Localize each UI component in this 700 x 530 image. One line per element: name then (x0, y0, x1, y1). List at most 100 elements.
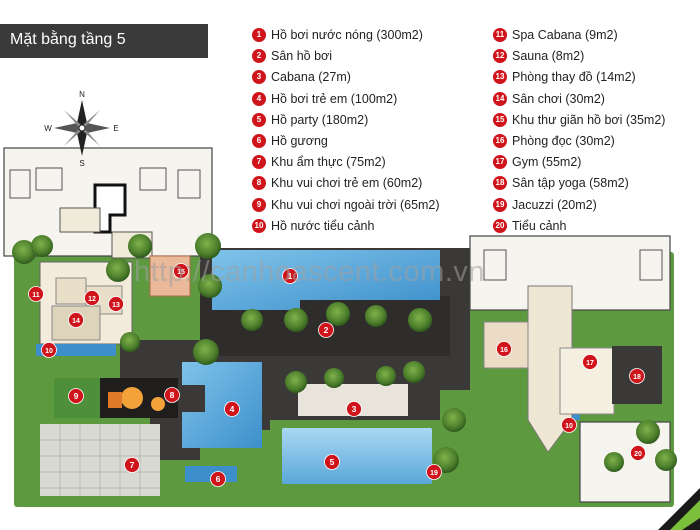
map-marker-3 (346, 401, 362, 417)
map-marker-label-19: 19 (430, 470, 438, 477)
map-marker-label-17: 17 (586, 360, 594, 367)
legend-number-badge: 6 (252, 134, 266, 148)
map-marker-8 (164, 387, 180, 403)
map-marker-label-14: 14 (72, 318, 80, 325)
legend-item: 20 Tiểu cảnh (493, 217, 566, 235)
legend-number-badge: 20 (493, 218, 507, 233)
legend-number-badge: 7 (252, 155, 266, 170)
map-marker-15 (173, 263, 189, 279)
map-marker-14 (68, 312, 84, 328)
pool-4 (182, 362, 262, 448)
legend-label: Hồ nước tiểu cảnh (271, 218, 375, 233)
map-marker-label-10: 10 (45, 348, 53, 355)
map-marker-label-4: 4 (230, 404, 235, 414)
legend-number-badge: 3 (252, 70, 266, 85)
legend-item: 11 Spa Cabana (9m2) (493, 26, 618, 44)
pool-5 (282, 428, 432, 484)
map-marker-label-18: 18 (633, 374, 641, 381)
map-marker-label-12: 12 (88, 296, 96, 303)
legend-number-badge: 12 (493, 49, 507, 64)
map-marker-20 (630, 445, 646, 461)
legend-label: Sân hồ bơi (271, 49, 333, 64)
legend-number-badge: 10 (252, 218, 266, 233)
compass-w: W (44, 124, 52, 133)
map-marker-10 (41, 342, 57, 358)
map-marker-label-11: 11 (32, 292, 40, 299)
map-marker-4 (224, 401, 240, 417)
legend-item: 10 Hồ nước tiểu cảnh (252, 217, 374, 235)
map-marker-2 (318, 322, 334, 338)
map-marker-11 (28, 286, 44, 302)
pool-1 (212, 250, 440, 310)
map-marker-7 (124, 457, 140, 473)
legend-item: 18 Sân tập yoga (58m2) (493, 174, 629, 192)
map-marker-label-13: 13 (112, 302, 120, 309)
legend-item: 5 Hồ party (180m2) (252, 111, 368, 129)
legend-label: Sân tập yoga (58m2) (512, 176, 629, 191)
legend-label: Khu ẩm thực (75m2) (271, 155, 386, 170)
map-marker-label-3: 3 (352, 404, 357, 414)
legend-number-badge: 18 (493, 176, 507, 191)
legend-item: 8 Khu vui chơi trẻ em (60m2) (252, 174, 422, 192)
map-marker-label-8: 8 (170, 390, 175, 400)
watermark: http://canhoascent.com.vn (134, 256, 486, 288)
legend-item: 1 Hồ bơi nước nóng (300m2) (252, 26, 423, 44)
map-marker-label-1: 1 (288, 271, 293, 281)
corner-logo-mark (658, 488, 700, 530)
legend-item: 4 Hồ bơi trẻ em (100m2) (252, 90, 397, 108)
map-marker-label-6: 6 (216, 474, 221, 484)
compass-e: E (113, 124, 118, 133)
map-marker-label-2: 2 (324, 325, 329, 335)
trees (12, 233, 677, 473)
legend-number-badge: 11 (493, 28, 507, 42)
map-marker-label-16: 16 (500, 347, 508, 354)
legend-number-badge: 5 (252, 112, 266, 127)
legend-label: Spa Cabana (9m2) (512, 28, 618, 42)
legend-item: 15 Khu thư giãn hồ bơi (35m2) (493, 111, 665, 129)
legend-number-badge: 15 (493, 112, 507, 127)
legend-number-badge: 19 (493, 197, 507, 212)
map-marker-10 (561, 417, 577, 433)
map-marker-6 (210, 471, 226, 487)
map-marker-18 (629, 368, 645, 384)
map-marker-13 (108, 296, 124, 312)
legend-label: Hồ bơi nước nóng (300m2) (271, 28, 423, 42)
legend-item: 7 Khu ẩm thực (75m2) (252, 153, 386, 171)
map-marker-label-9: 9 (74, 391, 79, 401)
map-marker-16 (496, 341, 512, 357)
compass-n: N (79, 90, 85, 99)
legend-number-badge: 2 (252, 49, 266, 64)
legend-item: 9 Khu vui chơi ngoài trời (65m2) (252, 196, 440, 214)
legend-label: Khu vui chơi ngoài trời (65m2) (271, 197, 440, 212)
legend-label: Phòng đọc (30m2) (512, 134, 615, 148)
legend-number-badge: 1 (252, 28, 266, 42)
legend-label: Hồ bơi trẻ em (100m2) (271, 91, 398, 106)
compass-s: S (79, 159, 84, 168)
map-marker-label-20: 20 (634, 451, 642, 458)
legend-number-badge: 16 (493, 134, 507, 148)
legend-number-badge: 8 (252, 176, 266, 191)
map-marker-5 (324, 454, 340, 470)
map-marker-label-15: 15 (177, 269, 185, 276)
map-marker-19 (426, 464, 442, 480)
map-marker-label-10: 10 (565, 423, 573, 430)
legend-number-badge: 9 (252, 197, 266, 212)
legend-label: Hồ party (180m2) (271, 112, 369, 127)
map-marker-label-7: 7 (130, 460, 135, 470)
map-marker-1 (282, 268, 298, 284)
legend-label: Tiểu cảnh (512, 218, 567, 233)
legend-number-badge: 4 (252, 91, 266, 106)
legend-label: Khu thư giãn hồ bơi (35m2) (512, 112, 666, 127)
map-marker-17 (582, 354, 598, 370)
legend-item: 16 Phòng đọc (30m2) (493, 132, 615, 150)
legend-label: Khu vui chơi trẻ em (60m2) (271, 176, 423, 191)
legend-label: Phòng thay đồ (14m2) (512, 70, 636, 85)
